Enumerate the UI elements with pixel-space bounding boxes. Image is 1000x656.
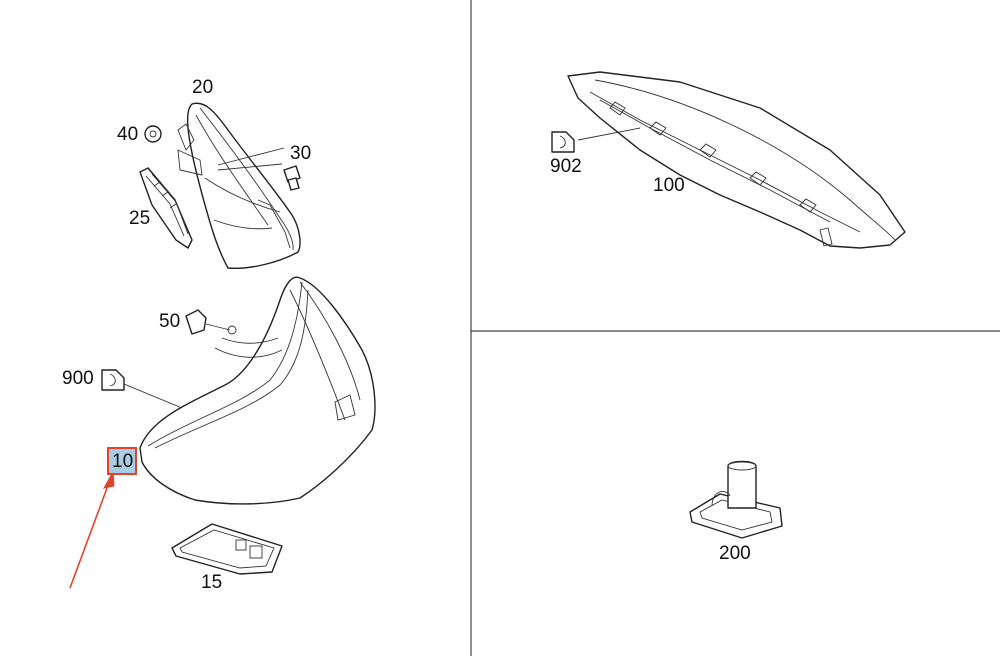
part-10-drawing[interactable] (123, 276, 376, 505)
part-30-drawing[interactable] (217, 147, 301, 191)
callout-15[interactable]: 15 (201, 572, 223, 593)
part-100-drawing[interactable] (567, 71, 906, 249)
part-200-drawing[interactable] (689, 460, 783, 539)
callout-30[interactable]: 30 (290, 143, 312, 164)
part-20-drawing[interactable] (177, 102, 301, 270)
callout-900[interactable]: 900 (62, 368, 94, 389)
part-902-connector[interactable] (551, 131, 575, 153)
part-900-connector[interactable] (101, 369, 125, 391)
part-25-drawing[interactable] (139, 167, 193, 249)
callout-50[interactable]: 50 (159, 311, 181, 332)
callout-10[interactable]: 10 (107, 447, 138, 475)
selection-pointer-arrow (69, 470, 115, 589)
part-50-drawing[interactable] (185, 309, 237, 335)
callout-200[interactable]: 200 (719, 543, 751, 564)
callout-902[interactable]: 902 (550, 156, 582, 177)
callout-40[interactable]: 40 (117, 124, 139, 145)
callout-25[interactable]: 25 (129, 208, 151, 229)
part-40-drawing[interactable] (144, 125, 162, 143)
callout-100[interactable]: 100 (653, 175, 685, 196)
part-15-drawing[interactable] (171, 523, 283, 575)
callout-20[interactable]: 20 (192, 77, 214, 98)
